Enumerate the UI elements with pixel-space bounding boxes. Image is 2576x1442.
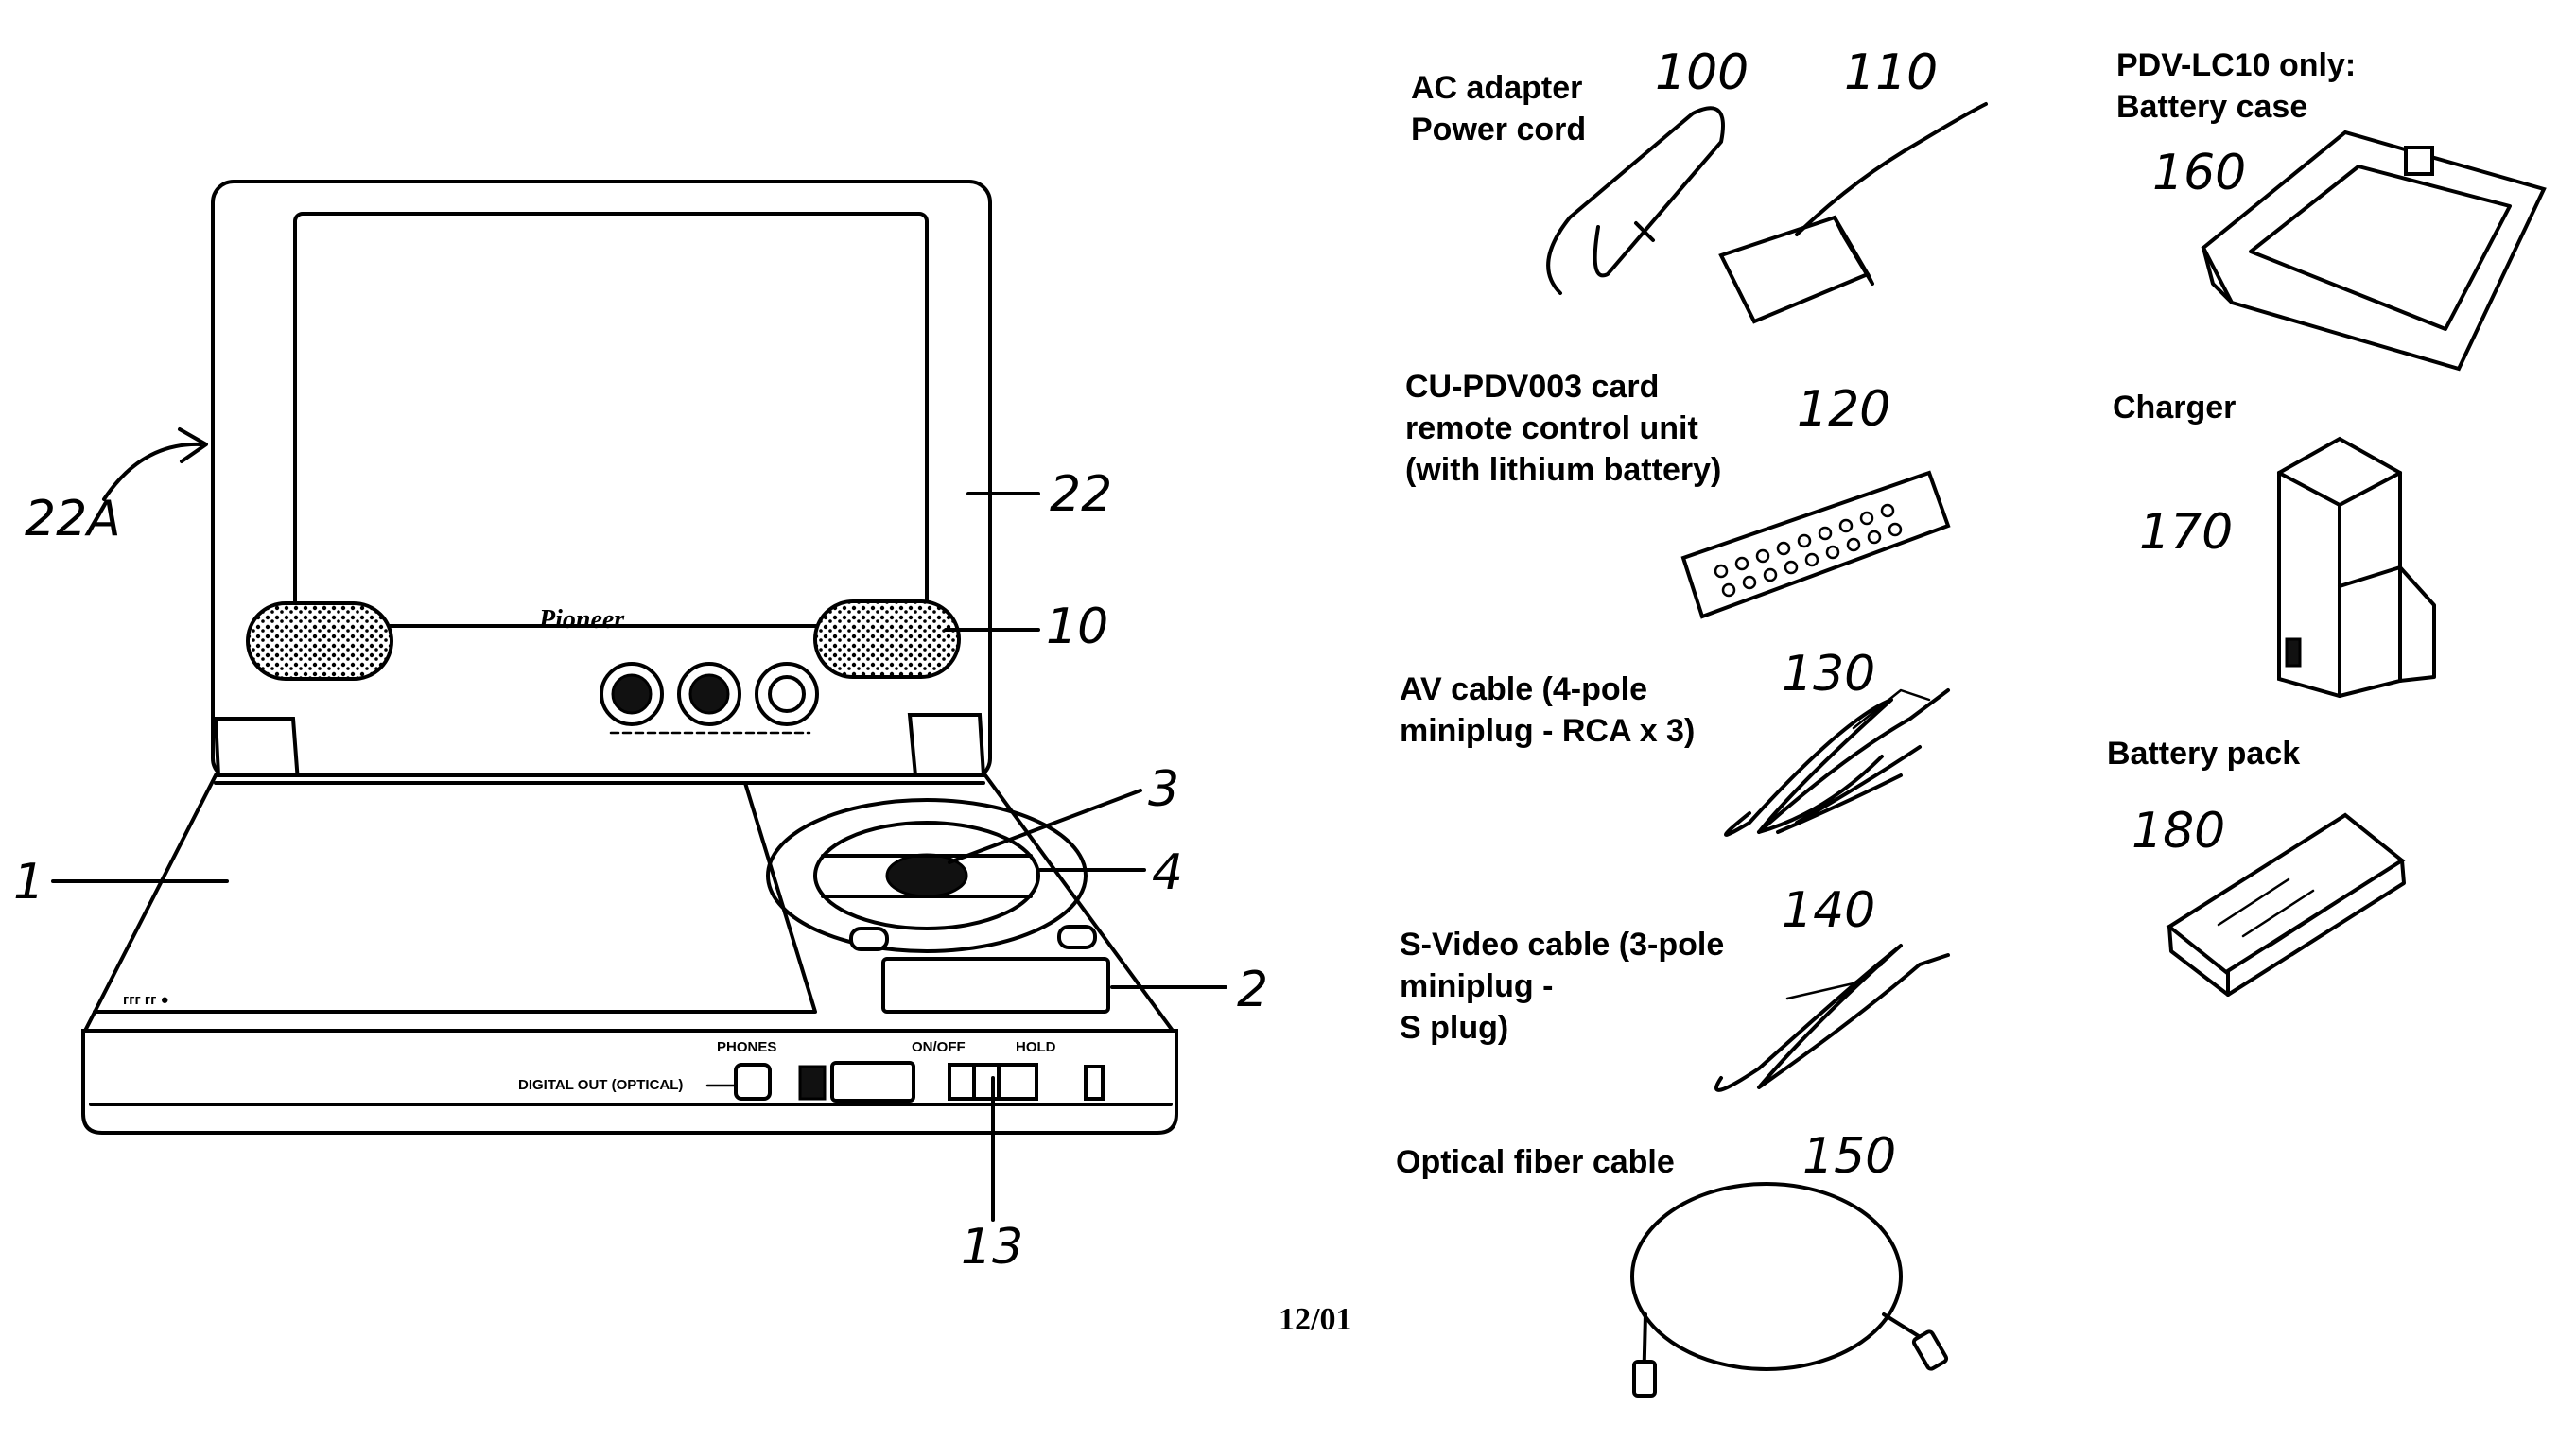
ref-13: 13 [961,1219,1023,1276]
ref-110: 110 [1844,44,1938,101]
player-callouts: 22A 22 10 3 4 1 2 13 [13,427,1268,1276]
accessory-charger: Charger 170 [2113,390,2436,699]
ref-180: 180 [2132,803,2225,860]
accessory-ac-adapter: AC adapter Power cord 100 110 [1411,44,1988,324]
ref-120: 120 [1797,381,1890,438]
svg-text:remote control unit: remote control unit [1405,410,1698,446]
ref-2: 2 [1237,962,1268,1018]
svg-text:PHONES: PHONES [717,1039,776,1055]
accessory-battery-case: PDV-LC10 only: Battery case 160 [2116,47,2547,372]
power-cord [1546,106,1725,295]
display-window [881,957,1110,1014]
ref-22: 22 [1050,466,1112,523]
dvd-player-drawing: Pioneer ᴦᴦᴦ ᴦᴦ ● PHONES DIGI [81,180,1178,1135]
ref-140: 140 [1782,882,1875,939]
svg-text:Optical fiber cable: Optical fiber cable [1396,1144,1675,1180]
deck-label: ᴦᴦᴦ ᴦᴦ ● [123,992,169,1008]
ref-170: 170 [2139,504,2233,561]
accessory-optical-cable: Optical fiber cable 150 [1396,1128,1949,1398]
ref-160: 160 [2152,145,2246,201]
right-speaker [813,599,961,679]
svg-text:(with lithium battery): (with lithium battery) [1405,452,1721,488]
remote-body [1680,470,1951,619]
svg-text:AV cable (4-pole: AV cable (4-pole [1400,671,1647,707]
right-hinge [907,713,986,777]
ref-1: 1 [13,854,44,911]
svg-text:Charger: Charger [2113,390,2236,426]
svg-text:AC adapter: AC adapter [1411,70,1582,106]
ref-100: 100 [1655,44,1749,101]
svg-text:HOLD: HOLD [1016,1039,1056,1055]
figure-date: 12/01 [1279,1302,1351,1337]
svg-text:PDV-LC10 only:: PDV-LC10 only: [2116,47,2356,83]
svg-text:Power cord: Power cord [1411,112,1586,148]
ref-4: 4 [1152,844,1183,901]
accessory-remote: CU-PDV003 card remote control unit (with… [1405,369,1951,619]
accessory-svideo-cable: S-Video cable (3-pole miniplug - S plug)… [1400,882,1950,1092]
ac-adapter-body [1718,215,1871,324]
svg-text:miniplug - RCA x 3): miniplug - RCA x 3) [1400,713,1695,749]
svg-text:DIGITAL OUT (OPTICAL): DIGITAL OUT (OPTICAL) [518,1077,683,1093]
svg-text:Battery case: Battery case [2116,89,2307,125]
accessory-av-cable: AV cable (4-pole miniplug - RCA x 3) 130 [1400,646,1950,837]
ref-22a: 22A [25,491,121,547]
svg-text:ON/OFF: ON/OFF [912,1039,966,1055]
svg-text:S plug): S plug) [1400,1010,1508,1046]
ref-3: 3 [1148,761,1179,818]
brand-logo: Pioneer [538,605,625,634]
left-speaker [246,601,393,681]
front-panel [81,1029,1178,1135]
svg-text:miniplug -: miniplug - [1400,968,1553,1004]
disc-lid [93,781,817,1014]
lcd-screen [293,212,929,628]
ref-10: 10 [1046,599,1108,655]
control-panel [766,798,1110,1014]
lid-knobs [600,662,819,735]
ref-150: 150 [1802,1128,1896,1185]
svg-text:CU-PDV003 card: CU-PDV003 card [1405,369,1659,405]
svg-text:S-Video cable (3-pole: S-Video cable (3-pole [1400,927,1724,963]
ref-130: 130 [1782,646,1875,703]
svg-text:Battery pack: Battery pack [2107,736,2300,772]
accessory-battery-pack: Battery pack 180 [2107,736,2406,997]
